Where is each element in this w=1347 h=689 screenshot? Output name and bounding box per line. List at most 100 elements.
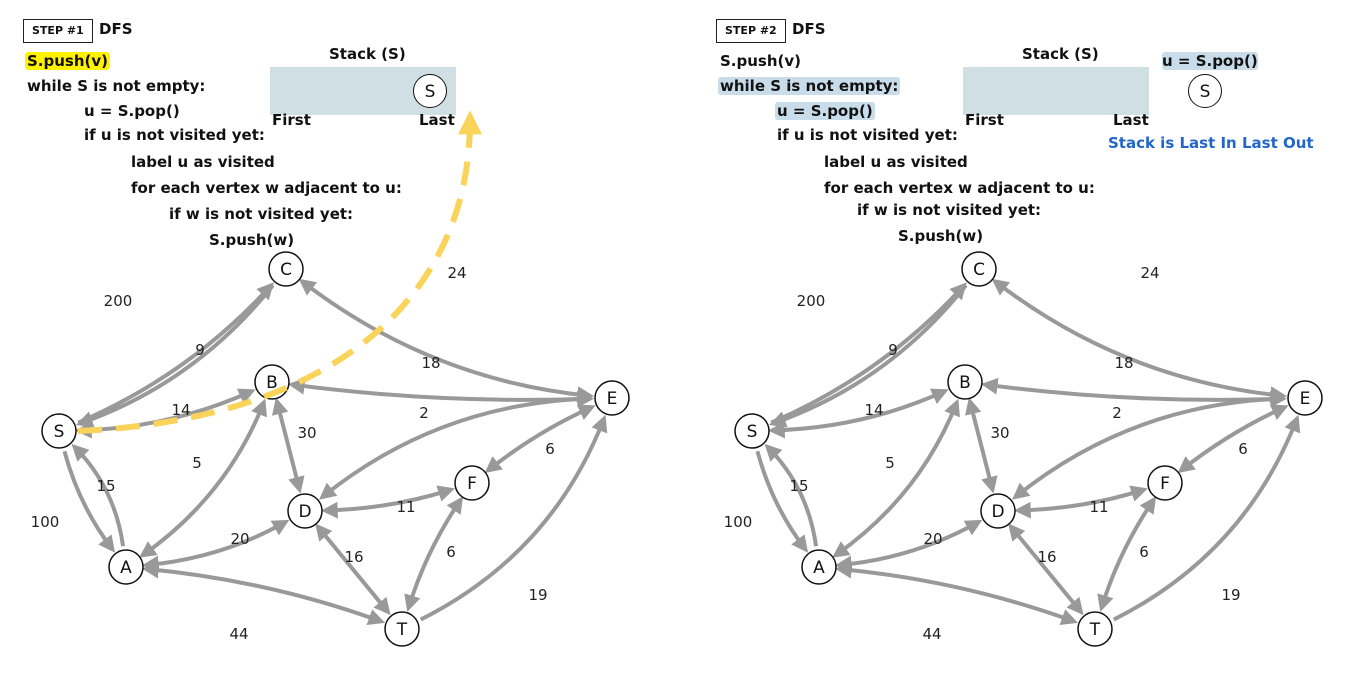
svg-text:B: B bbox=[266, 373, 278, 393]
edge-weight-label: 11 bbox=[396, 498, 415, 516]
svg-text:B: B bbox=[959, 373, 971, 393]
code-line-push-v: S.push(v) bbox=[720, 52, 802, 70]
step-2-panel: STEP #2 DFS S.push(v) while S is not emp… bbox=[693, 0, 1347, 689]
edge-d-t bbox=[315, 523, 391, 616]
edge-weight-label: 6 bbox=[446, 543, 456, 561]
edge-weight-label: 5 bbox=[192, 454, 202, 472]
edge-weight-label: 100 bbox=[31, 513, 60, 531]
stack-title: Stack (S) bbox=[329, 45, 406, 63]
edge-weight-label: 5 bbox=[885, 454, 895, 472]
edge-s-a bbox=[755, 450, 809, 553]
edge-weight-label: 15 bbox=[789, 477, 808, 495]
stack-first-label: First bbox=[272, 111, 311, 129]
graph-node-e: E bbox=[1287, 380, 1323, 416]
edge-weight-label: 24 bbox=[1140, 264, 1159, 282]
edge-t-e bbox=[1112, 414, 1301, 622]
edge-a-s bbox=[71, 443, 126, 547]
edge-d-f bbox=[320, 485, 455, 519]
edge-f-t bbox=[404, 496, 464, 612]
edge-weight-label: 19 bbox=[1221, 586, 1240, 604]
graph-node-a: A bbox=[801, 549, 837, 585]
edge-weight-label: 9 bbox=[195, 341, 205, 359]
edge-f-e bbox=[484, 404, 596, 474]
edge-weight-label: 200 bbox=[104, 292, 133, 310]
edge-a-s bbox=[764, 443, 819, 547]
algorithm-title: DFS bbox=[99, 20, 133, 38]
edge-weight-label: 16 bbox=[1037, 548, 1056, 566]
edge-weight-label: 100 bbox=[724, 513, 753, 531]
svg-text:F: F bbox=[1160, 474, 1170, 494]
code-line-if-not-visited: if u is not visited yet: bbox=[84, 126, 265, 144]
graph-node-d: D bbox=[980, 493, 1016, 529]
step-1-panel: STEP #1 DFS S.push(v) while S is not emp… bbox=[0, 0, 673, 689]
svg-text:E: E bbox=[607, 389, 618, 409]
edge-weight-label: 44 bbox=[922, 625, 941, 643]
edge-a-d bbox=[141, 519, 290, 573]
edge-c-e bbox=[991, 278, 1288, 403]
stack-title: Stack (S) bbox=[1022, 45, 1099, 63]
edge-f-t bbox=[1097, 496, 1157, 612]
edge-weight-label: 9 bbox=[888, 341, 898, 359]
graph-node-e: E bbox=[594, 380, 630, 416]
code-line-for-each: for each vertex w adjacent to u: bbox=[131, 179, 402, 197]
graph-node-s: S bbox=[734, 413, 770, 449]
svg-text:S: S bbox=[747, 422, 758, 442]
edge-weight-label: 15 bbox=[96, 477, 115, 495]
edge-d-t bbox=[1008, 523, 1084, 616]
stack-last-label: Last bbox=[1113, 111, 1149, 129]
stack-note: Stack is Last In Last Out bbox=[1108, 134, 1314, 152]
graph-node-f: F bbox=[454, 465, 490, 501]
svg-text:A: A bbox=[813, 558, 825, 578]
svg-text:S: S bbox=[54, 422, 65, 442]
edge-a-d bbox=[834, 519, 983, 573]
edge-weight-label: 14 bbox=[171, 401, 190, 419]
edge-b-d bbox=[964, 397, 998, 494]
stack-last-label: Last bbox=[419, 111, 455, 129]
edge-t-e bbox=[419, 414, 608, 622]
stack-container bbox=[963, 67, 1149, 115]
code-line-push-w: S.push(w) bbox=[898, 227, 984, 245]
push-arrow bbox=[77, 110, 482, 434]
code-line-push-v: S.push(v) bbox=[25, 52, 111, 70]
edge-weight-label: 2 bbox=[419, 404, 429, 422]
edge-weight-label: 19 bbox=[528, 586, 547, 604]
edge-a-t bbox=[834, 561, 1079, 626]
code-line-while: while S is not empty: bbox=[27, 77, 206, 95]
code-line-while: while S is not empty: bbox=[718, 77, 901, 95]
code-line-label-visited: label u as visited bbox=[824, 153, 968, 171]
edge-f-e bbox=[1177, 404, 1289, 474]
edge-weight-label: 20 bbox=[230, 530, 249, 548]
edge-weight-label: 44 bbox=[229, 625, 248, 643]
pop-result-label: u = S.pop() bbox=[1162, 52, 1258, 70]
edge-weight-label: 20 bbox=[923, 530, 942, 548]
edge-a-t bbox=[141, 561, 386, 626]
edge-weight-label: 24 bbox=[447, 264, 466, 282]
edge-c-e bbox=[298, 278, 595, 403]
graph-node-c: C bbox=[961, 251, 997, 287]
stack-first-label: First bbox=[965, 111, 1004, 129]
code-line-if-not-visited: if u is not visited yet: bbox=[777, 126, 958, 144]
edge-weight-label: 6 bbox=[545, 440, 555, 458]
edge-weight-label: 14 bbox=[864, 401, 883, 419]
code-line-label-visited: label u as visited bbox=[131, 153, 275, 171]
svg-text:A: A bbox=[120, 558, 132, 578]
edge-e-d bbox=[1011, 396, 1285, 500]
step-label: STEP #1 bbox=[23, 19, 93, 43]
edge-weight-label: 11 bbox=[1089, 498, 1108, 516]
svg-text:T: T bbox=[1089, 620, 1101, 640]
edge-weight-label: 30 bbox=[297, 424, 316, 442]
stack-item-s: S bbox=[413, 74, 447, 108]
svg-text:D: D bbox=[991, 502, 1004, 522]
edge-e-d bbox=[318, 396, 592, 500]
graph-node-c: C bbox=[268, 251, 304, 287]
svg-text:T: T bbox=[396, 620, 408, 640]
edge-weight-label: 6 bbox=[1238, 440, 1248, 458]
graph-node-s: S bbox=[41, 413, 77, 449]
code-line-push-w: S.push(w) bbox=[209, 231, 295, 249]
edge-weight-label: 2 bbox=[1112, 404, 1122, 422]
svg-text:C: C bbox=[973, 260, 985, 280]
svg-text:E: E bbox=[1300, 389, 1311, 409]
